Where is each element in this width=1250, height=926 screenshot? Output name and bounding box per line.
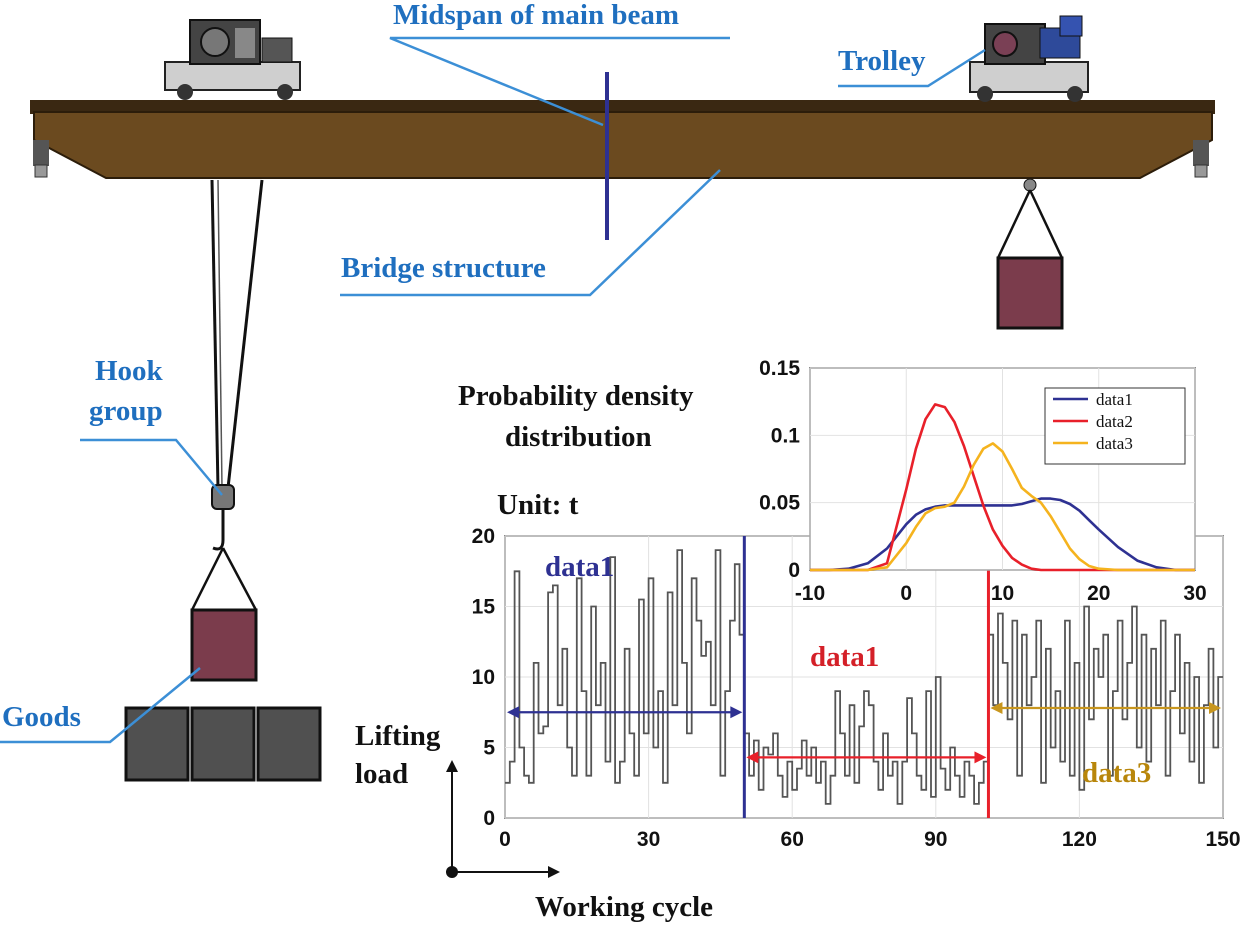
goods-right: [996, 256, 1064, 330]
pdf-y-tick-3: 0.15: [759, 357, 800, 380]
main-x-tick-5: 150: [1205, 828, 1240, 851]
segment3-label: data3: [1082, 757, 1151, 789]
right-end-carriage: [1193, 140, 1209, 166]
main-x-tick-1: 30: [637, 828, 660, 851]
pdf-series-data1: [810, 497, 1195, 572]
lifting-load-chart: 0 30 60 90 120 150 0 5 10 15 20 data1 data1 data3: [472, 525, 1241, 851]
segment-dividers: [742, 536, 990, 818]
lifting-load-line2: load: [355, 758, 408, 790]
main-beam: [33, 111, 1213, 179]
pdf-y-tick-0: 0: [788, 559, 800, 582]
main-x-tick-3: 90: [924, 828, 947, 851]
left-end-carriage: [33, 140, 49, 166]
hook-label-line1: Hook: [95, 355, 164, 387]
leader-lines: [0, 36, 986, 744]
segment-arrow-3: [990, 702, 1221, 715]
main-y-tick-0: 0: [483, 807, 495, 830]
hook-group-graphic: [190, 179, 264, 611]
segment-arrow-1: [507, 706, 743, 719]
segment-arrows: [507, 702, 1221, 764]
lifting-load-line1: Lifting: [355, 720, 441, 752]
pdf-y-tick-2: 0.1: [771, 424, 801, 447]
right-hoist-graphic: [996, 178, 1064, 259]
pdf-legend: data1 data2 data3: [1044, 387, 1186, 465]
main-chart-ticks: 0 30 60 90 120 150 0 5 10 15 20: [472, 525, 1241, 851]
beam-top-flange: [30, 100, 1215, 114]
main-y-tick-4: 20: [472, 525, 495, 548]
load-series-line: [505, 549, 1223, 805]
hook-label-line2: group: [89, 395, 163, 427]
axis-indicator: [446, 760, 560, 878]
pdd-title-line2: distribution: [505, 421, 652, 453]
goods-label: Goods: [2, 701, 81, 733]
pdf-x-tick-4: 30: [1183, 582, 1206, 605]
goods-hanging: [190, 608, 258, 682]
segment1-label: data1: [545, 551, 614, 583]
trolley-label: Trolley: [838, 45, 926, 77]
main-x-tick-4: 120: [1062, 828, 1097, 851]
pdf-x-tick-2: 10: [991, 582, 1014, 605]
left-wheel: [34, 164, 48, 178]
pdf-x-tick-0: -10: [795, 582, 825, 605]
pdf-series-data3: [810, 442, 1195, 572]
segment-arrow-2: [746, 751, 987, 764]
trolley-right-graphic: [969, 15, 1089, 102]
trolley-left-graphic: [164, 19, 301, 100]
legend-label-data2: data2: [1096, 412, 1133, 431]
main-y-tick-1: 5: [483, 737, 495, 760]
pdf-y-tick-1: 0.05: [759, 492, 800, 515]
working-cycle-label: Working cycle: [535, 891, 713, 923]
pdf-x-tick-1: 0: [900, 582, 912, 605]
main-y-tick-2: 10: [472, 666, 495, 689]
bridge-structure-graphic: [30, 72, 1215, 240]
segment2-label: data1: [810, 641, 879, 673]
legend-label-data1: data1: [1096, 390, 1133, 409]
pdd-title-line1: Probability density: [458, 380, 694, 412]
midspan-label: Midspan of main beam: [393, 0, 679, 31]
right-wheel: [1194, 164, 1208, 178]
main-x-tick-0: 0: [499, 828, 511, 851]
legend-label-data3: data3: [1096, 434, 1133, 453]
main-x-tick-2: 60: [781, 828, 804, 851]
unit-label: Unit: t: [497, 489, 579, 521]
pdf-x-tick-3: 20: [1087, 582, 1110, 605]
goods-stack: [124, 706, 322, 782]
main-y-tick-3: 15: [472, 596, 496, 619]
bridge-structure-label: Bridge structure: [341, 252, 546, 284]
pdf-series-lines: [810, 403, 1195, 572]
